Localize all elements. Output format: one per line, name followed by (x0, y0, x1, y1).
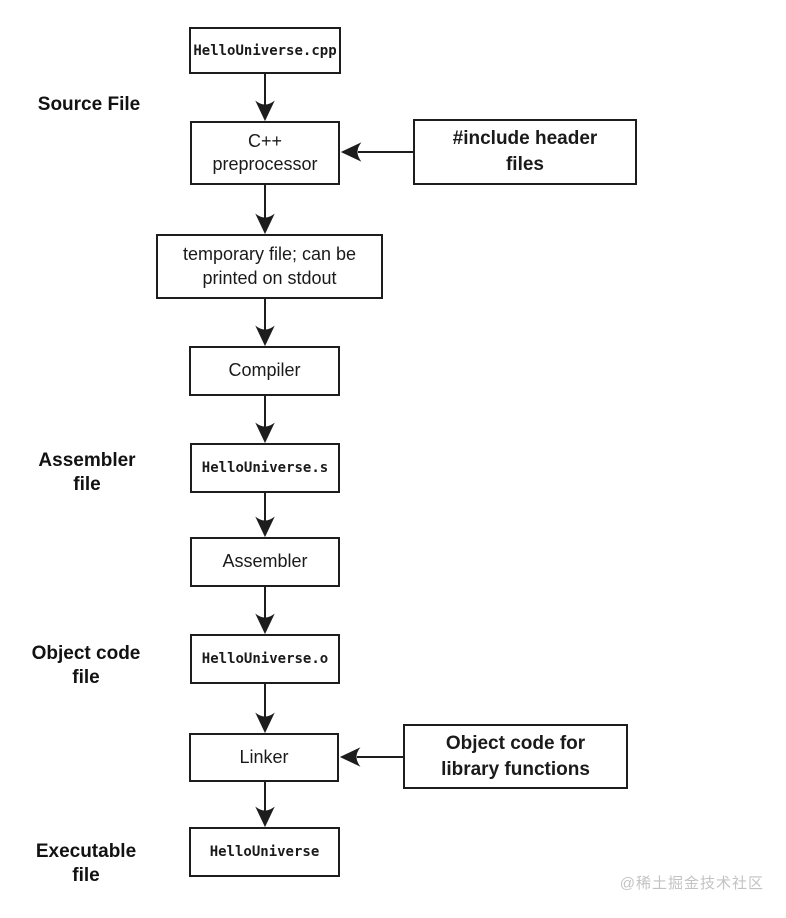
arrow-assembler-to-objectfile (255, 587, 275, 635)
arrow-linker-to-executable (255, 782, 275, 828)
node-cpp-preprocessor: C++ preprocessor (190, 121, 340, 185)
node-compiler: Compiler (189, 346, 340, 396)
arrow-libobjects-to-linker (339, 747, 403, 767)
node-library-object-code: Object code for library functions (403, 724, 628, 789)
arrow-tempfile-to-compiler (255, 299, 275, 347)
node-assembly-file: HelloUniverse.s (190, 443, 340, 493)
label-object-code-file: Object code file (31, 643, 141, 688)
node-source-file: HelloUniverse.cpp (189, 27, 341, 74)
arrow-objectfile-to-linker (255, 684, 275, 734)
node-temporary-file: temporary file; can be printed on stdout (156, 234, 383, 299)
label-source-file: Source File (37, 94, 141, 115)
arrow-include-to-preprocessor (340, 142, 413, 162)
watermark-text: @稀土掘金技术社区 (619, 875, 764, 892)
arrow-preprocessor-to-tempfile (255, 185, 275, 235)
node-include-header-files: #include header files (413, 119, 637, 185)
node-assembler: Assembler (190, 537, 340, 587)
arrow-assemblyfile-to-assembler (255, 493, 275, 538)
node-object-file: HelloUniverse.o (190, 634, 340, 684)
arrow-source-to-preprocessor (255, 74, 275, 122)
node-linker: Linker (189, 733, 339, 782)
arrow-compiler-to-assemblyfile (255, 396, 275, 444)
label-assembler-file: Assembler file (38, 450, 136, 495)
label-executable-file: Executable file (35, 841, 137, 886)
node-executable: HelloUniverse (189, 827, 340, 877)
